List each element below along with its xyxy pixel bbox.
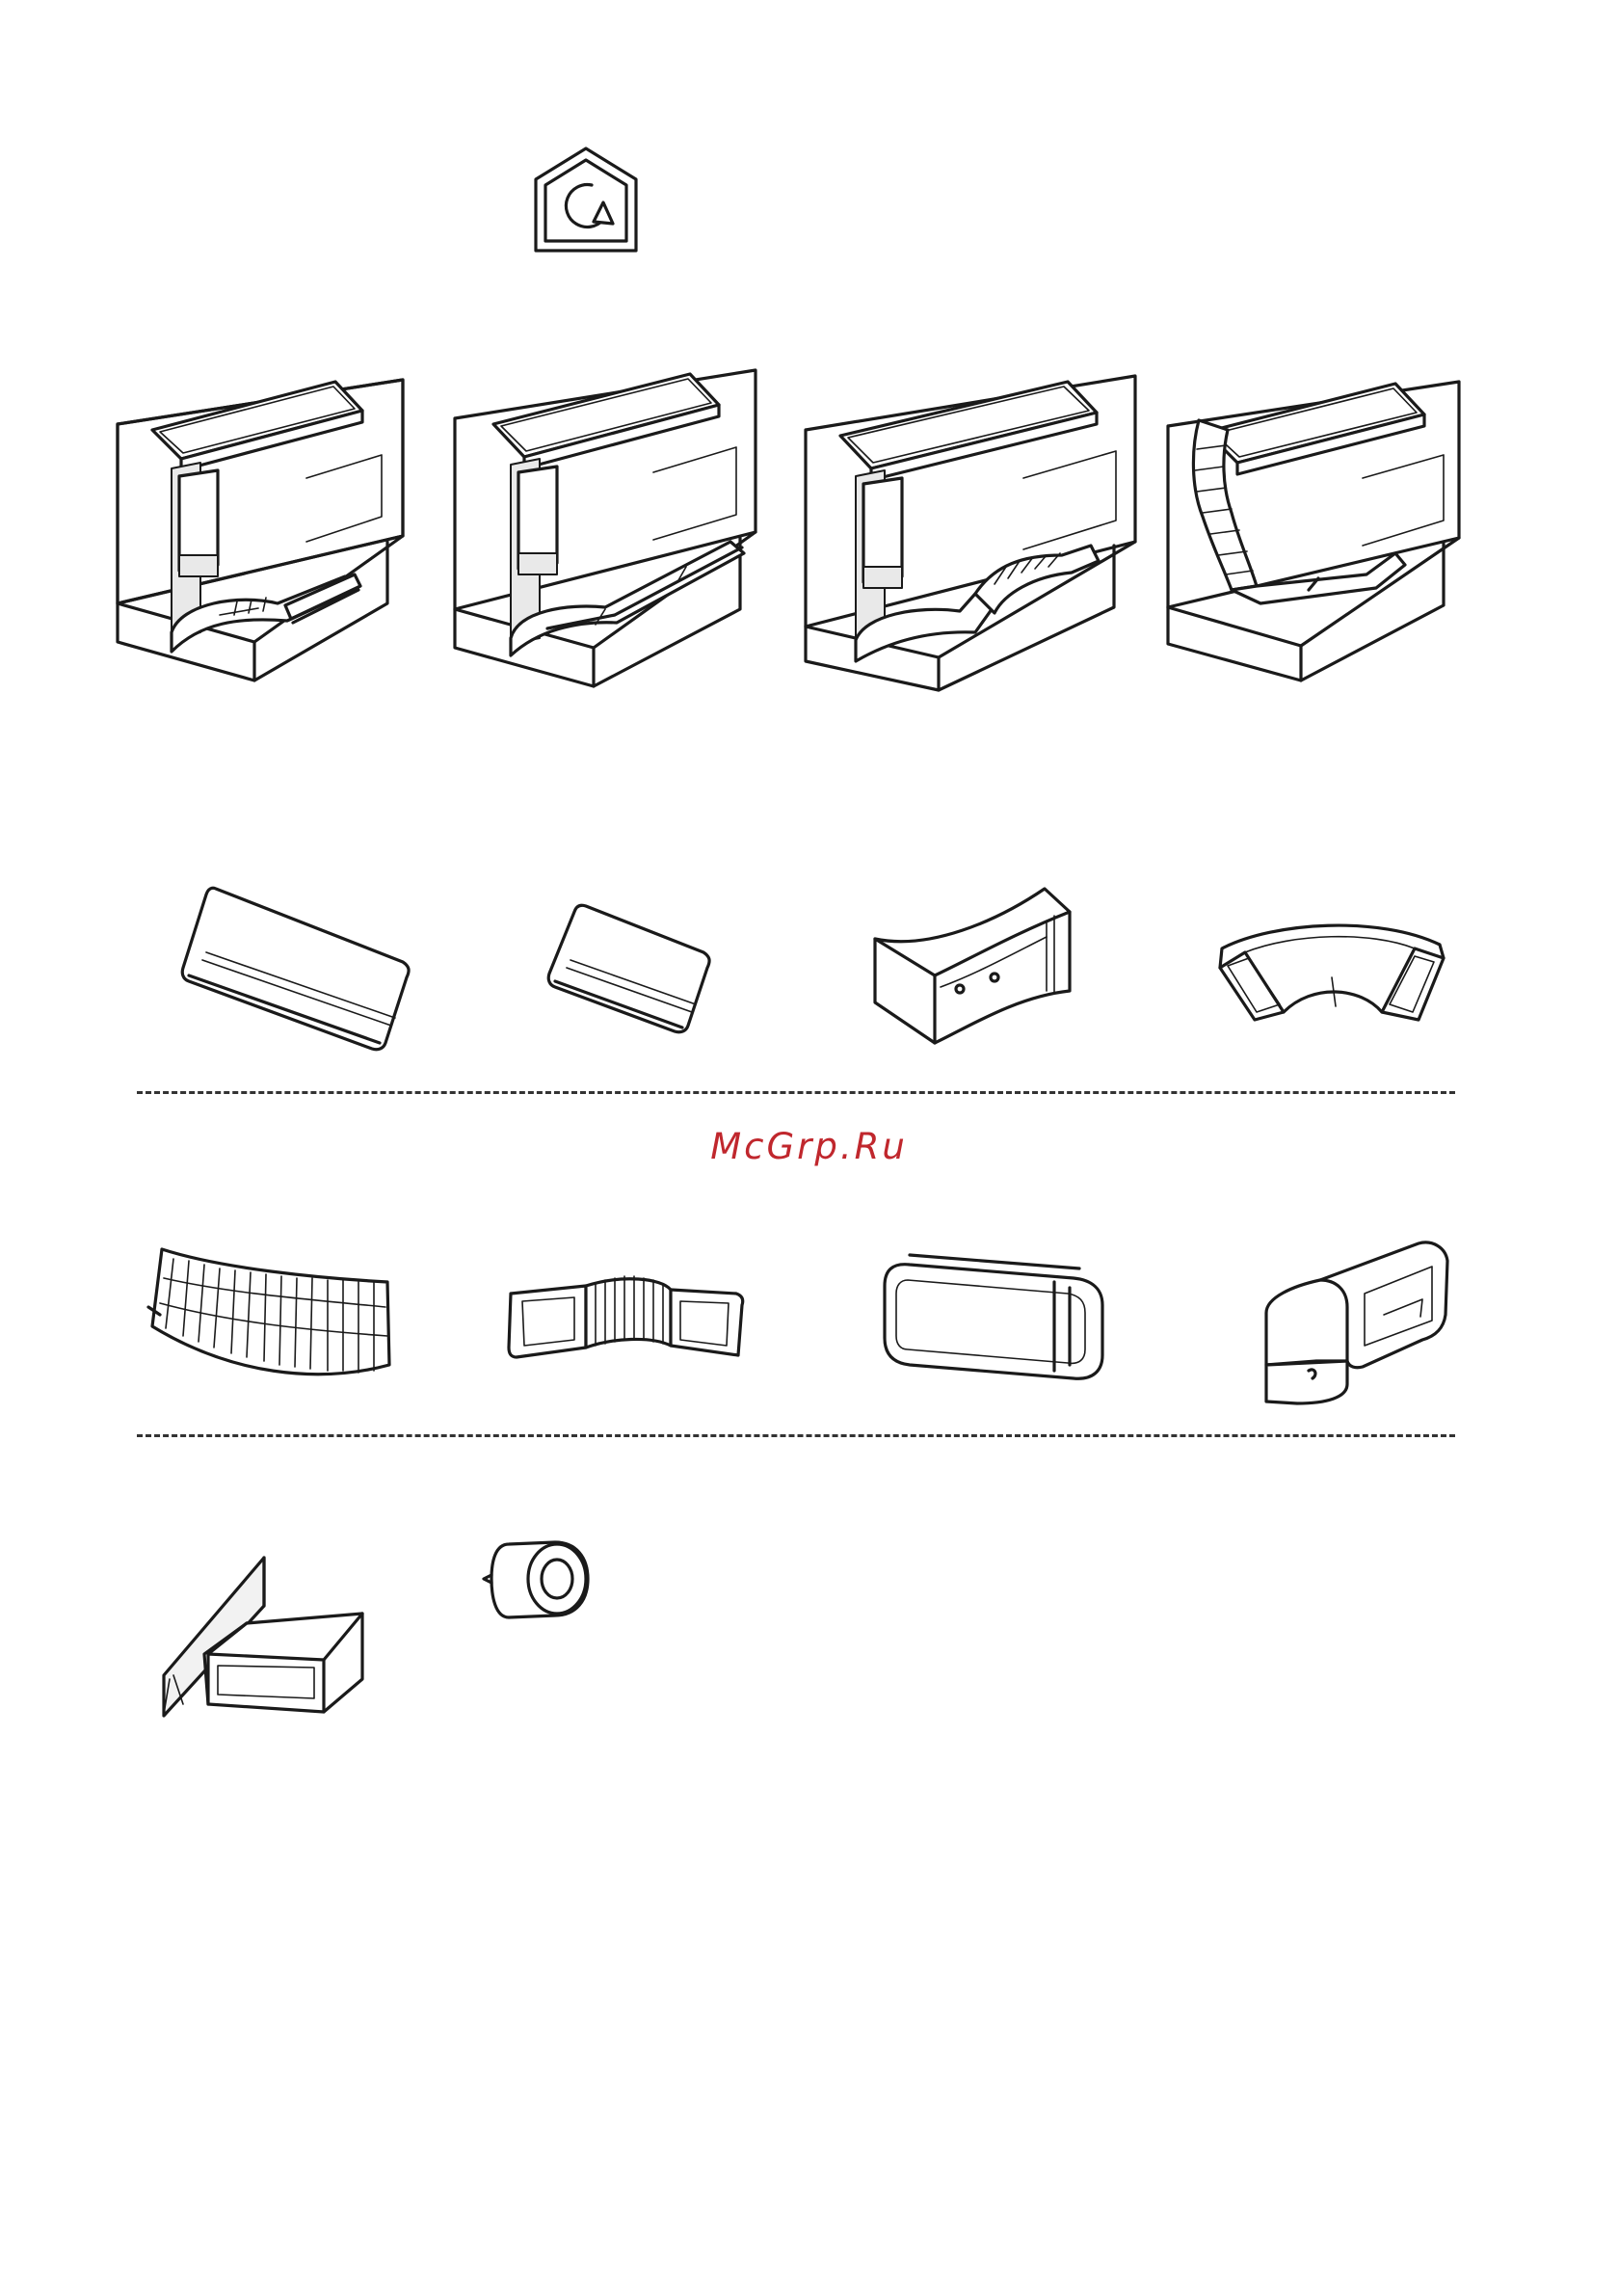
flat-duct-short (547, 900, 711, 1039)
installation-variant-1 (114, 362, 403, 681)
section-separator (137, 1434, 1455, 1437)
flat-duct-long (181, 883, 412, 1053)
flexible-flat-connector (507, 1268, 744, 1365)
curved-elbow (1216, 920, 1447, 1026)
duct-connector (871, 883, 1074, 1047)
installation-variant-2 (451, 349, 759, 686)
flexible-hose (145, 1240, 395, 1402)
duct-sleeve (881, 1249, 1106, 1386)
vertical-elbow (1259, 1240, 1451, 1409)
section-separator (137, 1091, 1455, 1094)
installation-variant-3 (802, 353, 1139, 690)
recirculation-house-icon (532, 145, 640, 254)
plinth-grille-adapter (160, 1554, 368, 1718)
watermark: McGrp.Ru (0, 1126, 1618, 1167)
sealing-tape-roll (482, 1538, 590, 1619)
installation-variant-4 (1164, 362, 1463, 681)
